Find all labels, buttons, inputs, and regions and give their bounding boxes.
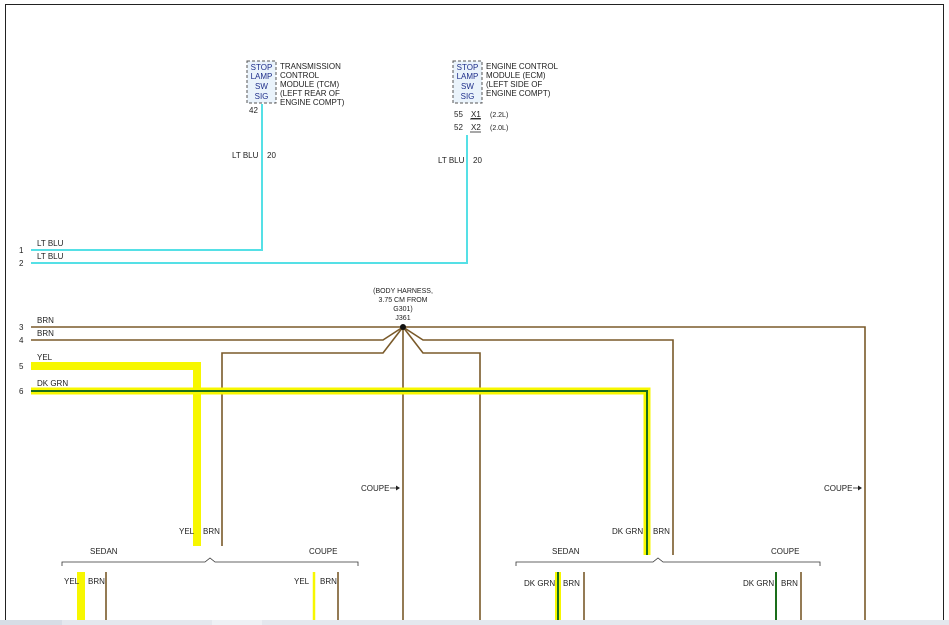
split-coupe-label: COUPE	[771, 547, 799, 556]
tcm-desc-line: ENGINE COMPT)	[280, 98, 345, 107]
tcm-box-line: SW	[255, 82, 268, 91]
svg-text:SIG: SIG	[461, 92, 475, 101]
ecm-box-line: LAMP	[457, 72, 479, 81]
wire-label-dk-grn: DK GRN	[743, 579, 774, 588]
ecm-connector-a: X1	[471, 110, 481, 119]
tcm-module: STOP LAMP SW SIG TRANSMISSION CONTROL MO…	[232, 60, 345, 160]
coupe-arrow-label: COUPE	[824, 484, 852, 493]
splice-desc-line: (BODY HARNESS,	[373, 288, 433, 295]
svg-text:SIG: SIG	[255, 92, 269, 101]
splice-desc-line: 3.75 CM FROM	[378, 297, 427, 304]
svg-text:SW: SW	[461, 82, 474, 91]
row-wire-label: DK GRN	[37, 379, 68, 388]
split-sedan-label: SEDAN	[90, 547, 118, 556]
brn-drop-left	[221, 326, 404, 546]
splice-id: J361	[395, 315, 410, 322]
tcm-box-line: LAMP	[251, 72, 273, 81]
ecm-desc-line: ENGINE CONTROL	[486, 62, 559, 71]
diagram-frame	[5, 4, 944, 625]
ecm-pin-b: 52	[454, 123, 463, 132]
wire-label-brn: BRN	[781, 579, 798, 588]
split-left: SEDAN COUPE YEL BRN YEL BRN	[61, 547, 359, 586]
wire-row-6-highlight	[31, 387, 651, 555]
ecm-desc-line: MODULE (ECM)	[486, 71, 546, 80]
wire-label-yel: YEL	[179, 527, 195, 536]
viewer-bottom-strip	[0, 620, 949, 625]
brn-drop-right	[402, 326, 674, 555]
wire-label-dk-grn: DK GRN	[612, 527, 643, 536]
split-sedan-label: SEDAN	[552, 547, 580, 556]
ecm-wire-circuit: 20	[473, 156, 482, 165]
dk-grn-wires	[31, 387, 777, 620]
row-wire-label: BRN	[37, 329, 54, 338]
tcm-wire-circuit: 20	[267, 151, 276, 160]
brn-drop-mid	[402, 326, 481, 620]
ecm-box-line: SIG	[461, 92, 475, 101]
split-bracket	[61, 557, 359, 566]
wire-row-2	[31, 135, 468, 264]
ecm-box-line: SW	[461, 82, 474, 91]
tcm-pin-number: 42	[249, 106, 258, 115]
tcm-desc-line: MODULE (TCM)	[280, 80, 339, 89]
coupe-arrow-right: COUPE	[824, 484, 862, 493]
row-wire-label: YEL	[37, 353, 53, 362]
ecm-desc-line: (LEFT SIDE OF	[486, 80, 542, 89]
ecm-connector-b: X2	[471, 123, 481, 132]
tcm-desc-line: TRANSMISSION	[280, 62, 341, 71]
row-number: 6	[19, 387, 24, 396]
svg-text:LAMP: LAMP	[251, 72, 273, 81]
lt-blu-wires	[31, 104, 468, 264]
split-bracket	[515, 557, 821, 566]
brn-wires	[31, 326, 866, 620]
yel-wires	[31, 362, 316, 620]
wire-label-dk-grn: DK GRN	[524, 579, 555, 588]
row-wire-label: LT BLU	[37, 252, 64, 261]
tcm-desc-line: (LEFT REAR OF	[280, 89, 340, 98]
ecm-desc-line: ENGINE COMPT)	[486, 89, 551, 98]
ecm-variant-a: (2.2L)	[490, 112, 508, 119]
wire-label-yel: YEL	[294, 577, 310, 586]
tcm-box-line: STOP	[251, 63, 273, 72]
tcm-desc-line: CONTROL	[280, 71, 320, 80]
wire-label-brn: BRN	[653, 527, 670, 536]
coupe-arrow-center: COUPE	[361, 484, 400, 493]
svg-text:LAMP: LAMP	[457, 72, 479, 81]
ecm-wire-color-label: LT BLU	[438, 156, 465, 165]
svg-text:STOP: STOP	[457, 63, 479, 72]
wire-label-yel: YEL	[64, 577, 80, 586]
wire-label-brn: BRN	[203, 527, 220, 536]
tcm-wire-color-label: LT BLU	[232, 151, 259, 160]
ecm-box-line: STOP	[457, 63, 479, 72]
svg-text:STOP: STOP	[251, 63, 273, 72]
split-right: SEDAN COUPE DK GRN BRN DK GRN BRN	[515, 547, 821, 588]
ecm-connector-box	[452, 60, 483, 104]
brn-drop-far-right	[403, 326, 866, 620]
tcm-connector-box	[246, 60, 277, 104]
splice-desc-line: G301)	[393, 306, 412, 313]
wire-label-brn: BRN	[563, 579, 580, 588]
wire-row-6	[31, 390, 648, 555]
wire-row-4	[31, 326, 404, 341]
row-wire-label: LT BLU	[37, 239, 64, 248]
wire-label-brn: BRN	[88, 577, 105, 586]
row-number: 5	[19, 362, 24, 371]
row-number: 2	[19, 259, 24, 268]
row-number: 4	[19, 336, 24, 345]
row-labels: 1 LT BLU 2 LT BLU 3 BRN 4 BRN 5 YEL 6 DK…	[19, 239, 68, 396]
coupe-arrow-label: COUPE	[361, 484, 389, 493]
row-number: 3	[19, 323, 24, 332]
row-wire-label: BRN	[37, 316, 54, 325]
wire-label-brn: BRN	[320, 577, 337, 586]
wire-row-5	[31, 362, 201, 546]
wire-row-1	[31, 104, 263, 251]
tcm-box-line: SIG	[255, 92, 269, 101]
row-number: 1	[19, 246, 24, 255]
ecm-pin-a: 55	[454, 110, 463, 119]
split-coupe-label: COUPE	[309, 547, 337, 556]
ecm-variant-b: (2.0L)	[490, 125, 508, 132]
ecm-module: STOP LAMP SW SIG ENGINE CONTROL MODULE (…	[438, 60, 559, 165]
splice-dot-j361	[400, 324, 406, 330]
svg-text:SW: SW	[255, 82, 268, 91]
